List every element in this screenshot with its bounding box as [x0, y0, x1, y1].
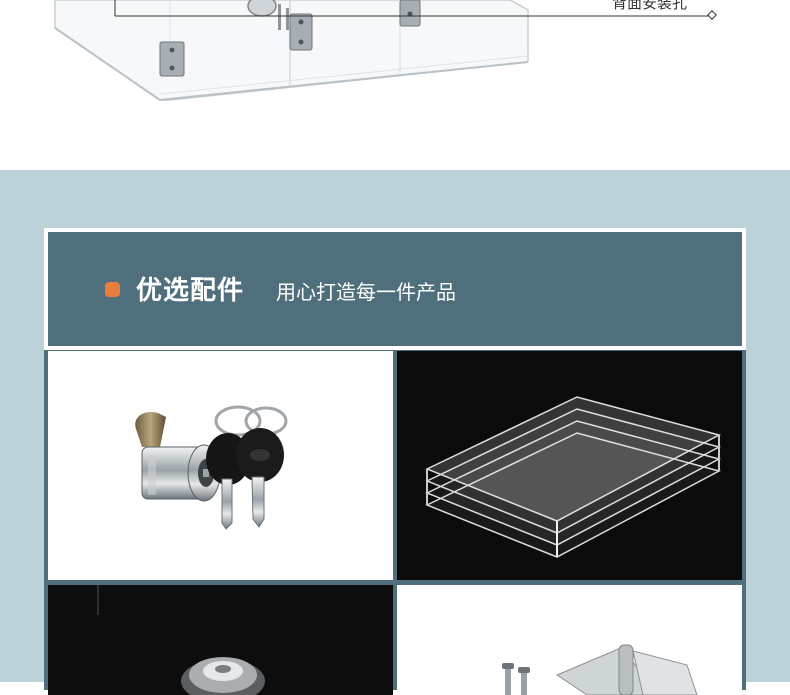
tile-cam-lock [48, 351, 393, 580]
tile-acrylic-knob [48, 585, 393, 695]
banner-panel: 优选配件 用心打造每一件产品 [48, 232, 742, 346]
tile-steel-hinge [397, 585, 742, 695]
cam-lock-keys-image [135, 405, 288, 530]
accessories-subtitle: 用心打造每一件产品 [276, 280, 456, 304]
accessories-title: 优选配件 [136, 276, 245, 306]
accessories-section: 欧文办公 欧文 优选配件 用心打造每一件产品 [0, 170, 790, 695]
product-image-top: 背面安装孔 [0, 0, 790, 170]
acrylic-knob-image [97, 585, 265, 695]
accent-dot-icon [105, 282, 120, 297]
acrylic-sheets-image [425, 396, 722, 558]
callout-label-back-holes: 背面安装孔 [612, 0, 688, 12]
accessories-grid [44, 350, 746, 695]
accessories-banner: 优选配件 用心打造每一件产品 [44, 228, 746, 350]
acrylic-case-image [54, 0, 717, 101]
steel-hinge-image [502, 644, 698, 695]
tile-acrylic-sheets [397, 351, 742, 580]
